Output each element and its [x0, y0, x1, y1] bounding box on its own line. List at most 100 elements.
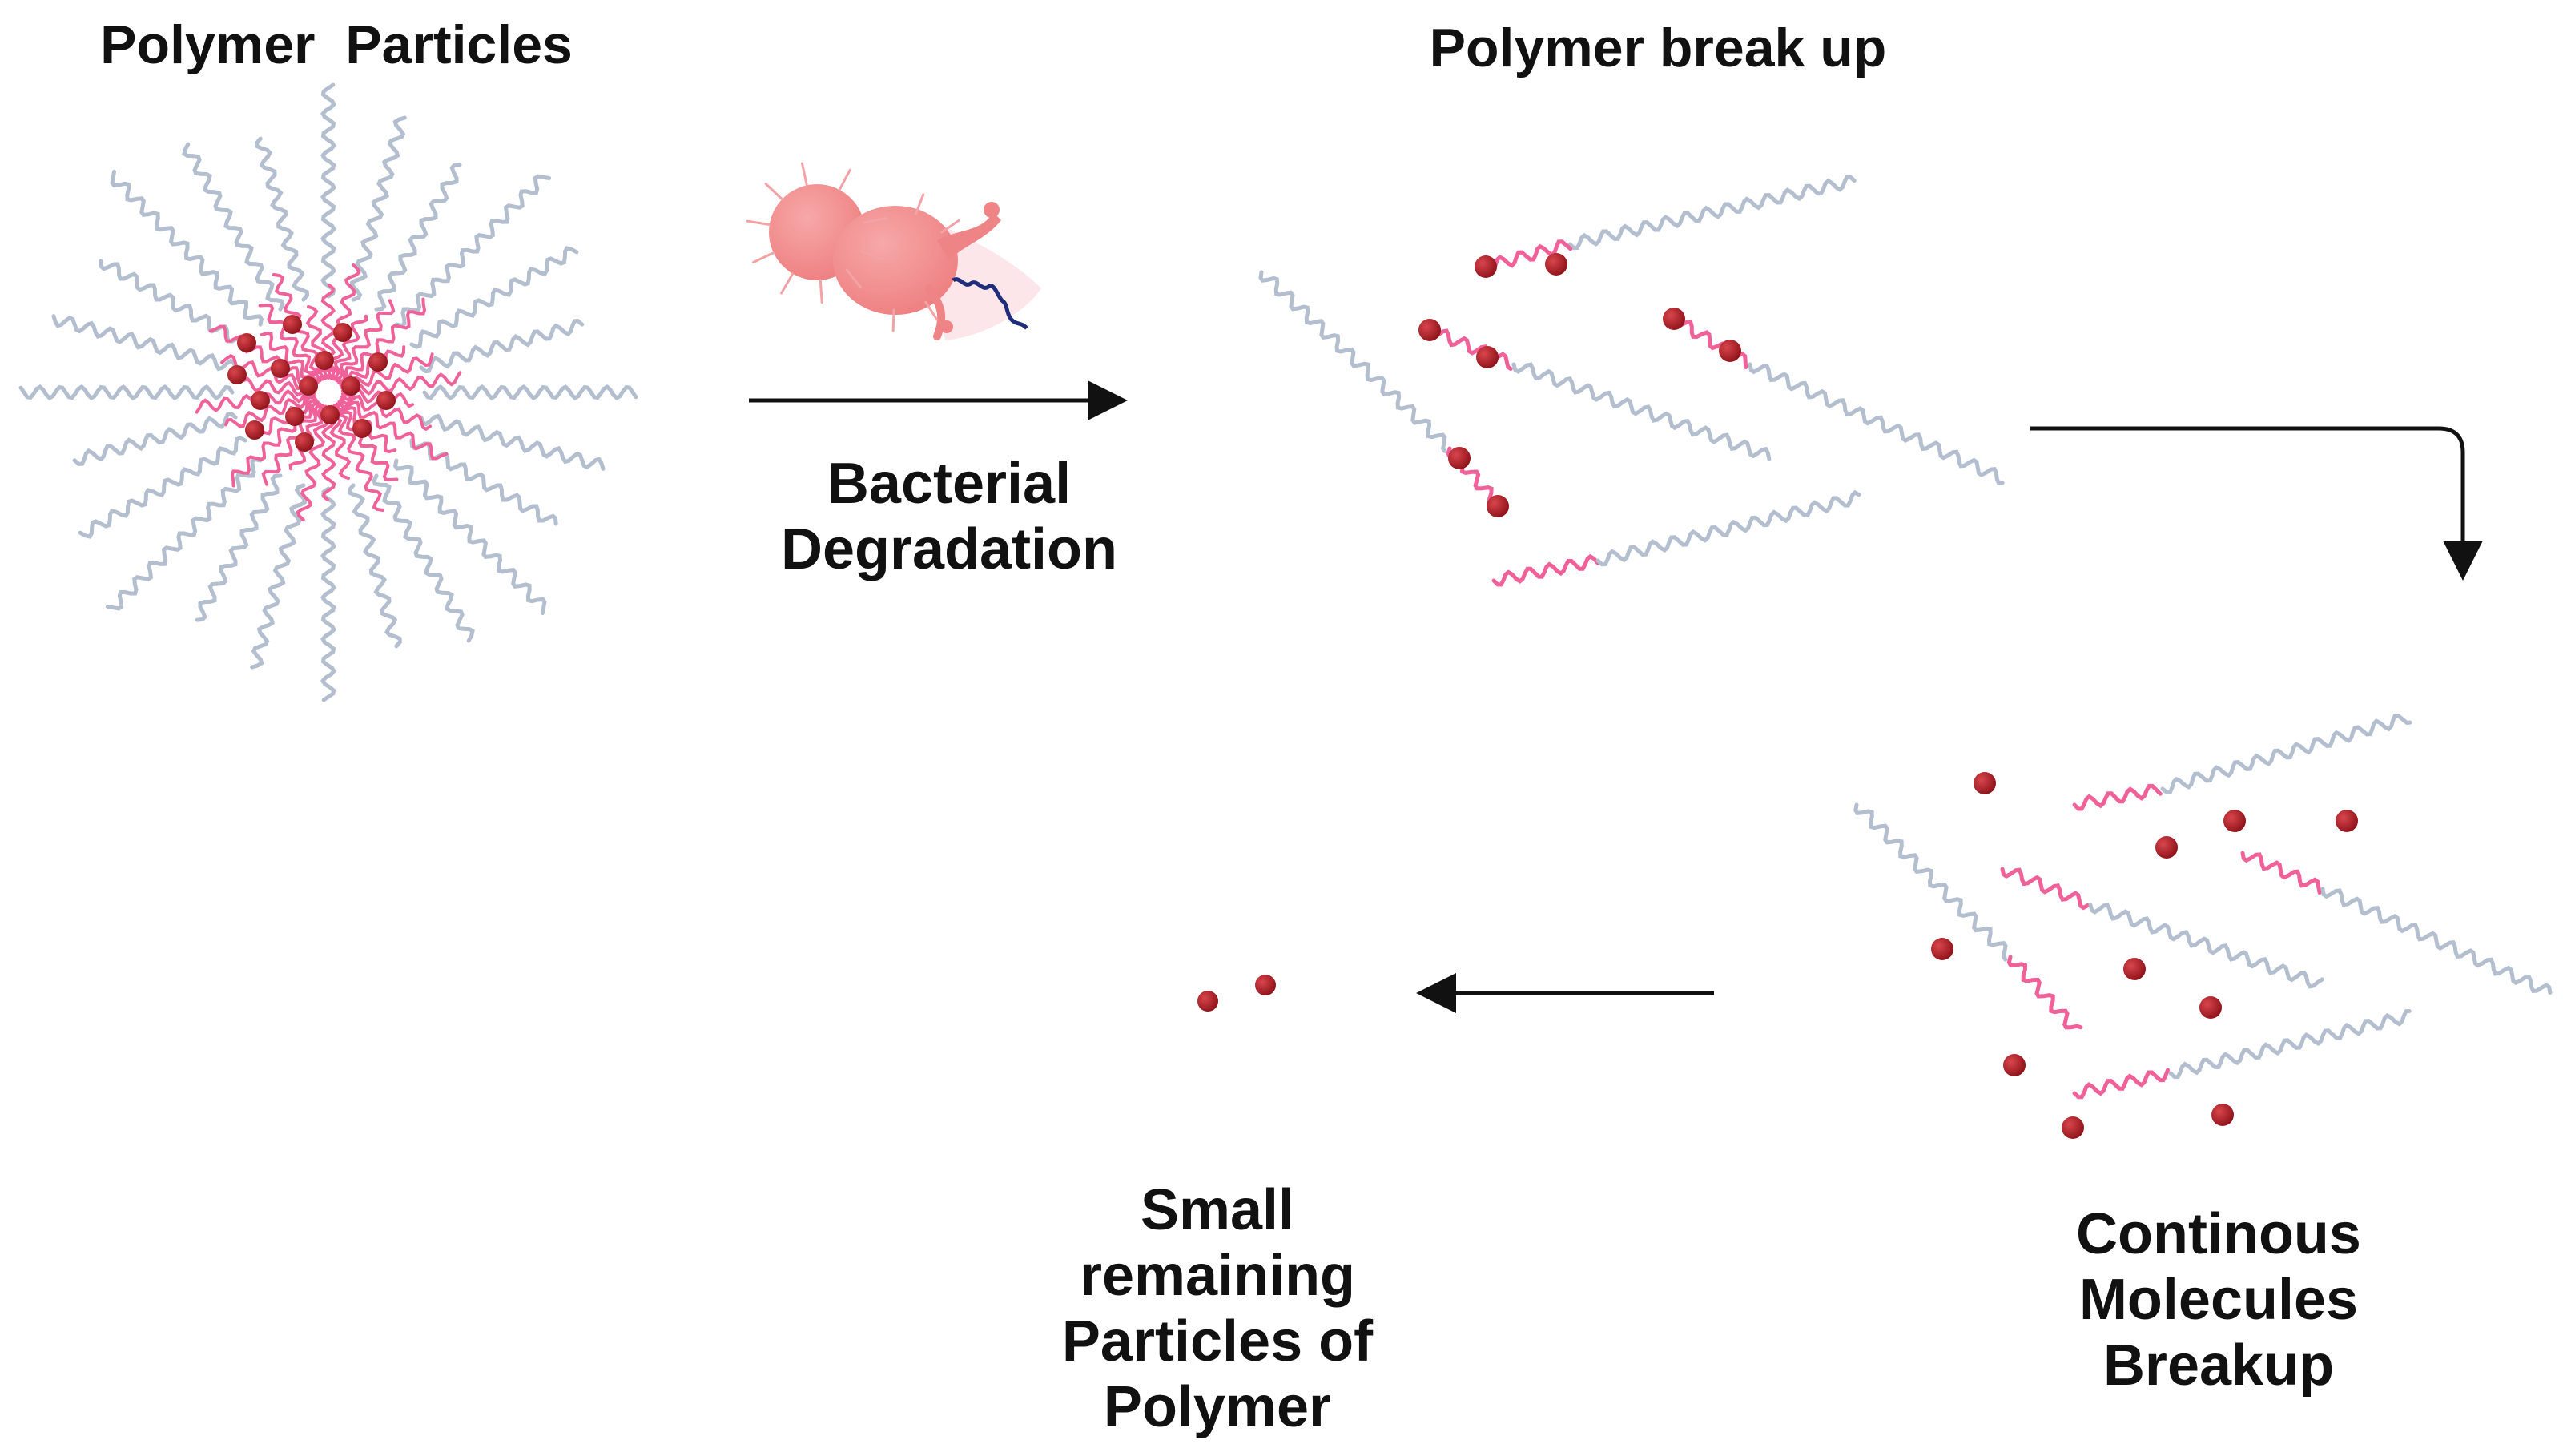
label-bacterial-degradation: Bacterial Degradation: [721, 451, 1177, 582]
cilium: [764, 182, 783, 201]
backbone-chain: [78, 436, 247, 539]
monomer-bead: [227, 365, 247, 384]
backbone-chain: [2160, 714, 2412, 794]
active-chain: [1483, 239, 1573, 273]
monomer-bead: [368, 352, 388, 372]
backbone-chain: [419, 413, 606, 471]
monomer-bead: [1448, 447, 1471, 469]
backbone-chain: [392, 458, 547, 616]
active-chain: [261, 402, 322, 486]
backbone-chain: [409, 246, 579, 349]
backbone-chain: [1748, 362, 2005, 485]
monomer-bead: [2062, 1116, 2084, 1139]
backbone-chain: [409, 438, 558, 526]
monomer-bead: [1663, 308, 1685, 330]
active-chain: [296, 404, 330, 521]
monomer-bead: [341, 376, 360, 396]
label-line: Breakup: [2102, 1333, 2335, 1398]
label-line: Continous: [2076, 1202, 2361, 1266]
continuous-breakup-fragments: [1853, 714, 2553, 1139]
backbone-chain: [349, 115, 407, 302]
backbone-chain: [1511, 362, 1772, 461]
bacterium-icon: [746, 162, 1041, 340]
backbone-chain: [374, 163, 462, 312]
monomer-bead: [1931, 938, 1953, 960]
label-line: Molecules: [2078, 1268, 2359, 1332]
cilium: [924, 300, 939, 321]
backbone-chain: [51, 314, 238, 372]
backbone-chain: [1567, 175, 1857, 251]
backbone-chain: [347, 483, 402, 649]
arrow-icon: [2030, 426, 2483, 581]
backbone-chain: [320, 82, 336, 299]
label-line: Small: [1140, 1178, 1295, 1242]
monomer-bead: [376, 391, 396, 410]
label-polymer-particles: Polymer Particles: [100, 14, 573, 75]
monomer-bead: [283, 315, 302, 334]
active-chain: [2072, 1068, 2170, 1100]
monomer-bead: [1545, 253, 1567, 276]
monomer-bead: [320, 405, 340, 424]
label-line: Polymer: [1103, 1375, 1332, 1439]
active-chain: [336, 400, 397, 454]
active-chain: [339, 397, 449, 461]
backbone-chain: [72, 411, 238, 466]
cilium: [891, 308, 895, 332]
backbone-chain: [250, 483, 308, 670]
monomer-bead: [1974, 772, 1996, 794]
monomer-bead: [352, 419, 372, 438]
active-chain: [2072, 783, 2163, 811]
label-small-remaining: Small remaining Particles of Polymer: [993, 1177, 1442, 1440]
label-polymer-break-up: Polymer break up: [1429, 18, 1887, 78]
monomer-bead: [1197, 991, 1218, 1012]
backbone-chain: [320, 486, 336, 702]
cilium: [838, 168, 851, 191]
cilium: [780, 272, 795, 295]
label-continuous-breakup: Continous Molecules Breakup: [2002, 1201, 2435, 1398]
monomer-bead: [251, 391, 270, 410]
monomer-bead: [315, 351, 334, 370]
cilium: [940, 219, 960, 234]
monomer-bead: [2199, 996, 2222, 1019]
remaining-particles: [1197, 975, 1276, 1012]
monomer-bead: [2211, 1104, 2234, 1126]
monomer-bead: [1476, 346, 1499, 368]
cilium: [859, 249, 883, 261]
polymer-particle-cluster: [18, 82, 638, 702]
backbone-chain: [99, 259, 247, 347]
backbone-chain: [1258, 270, 1447, 453]
cilium: [914, 193, 925, 215]
monomer-bead: [1475, 255, 1497, 278]
backbone-chain: [372, 473, 475, 643]
monomer-bead: [1487, 495, 1509, 517]
cilium: [863, 217, 887, 224]
monomer-bead: [2223, 810, 2246, 832]
label-line: Degradation: [780, 517, 1118, 581]
backbone-chain: [182, 142, 285, 312]
label-line: Bacterial: [827, 452, 1072, 516]
active-chain: [337, 297, 427, 386]
monomer-bead: [299, 376, 318, 396]
active-chain: [2006, 955, 2083, 1030]
cilium: [746, 219, 771, 227]
backbone-chain: [1853, 802, 2008, 962]
monomer-bead: [1719, 340, 1741, 362]
backbone-chain: [2088, 903, 2324, 989]
active-chain: [2240, 851, 2322, 895]
label-line: Particles of: [1061, 1309, 1374, 1374]
cilium: [800, 162, 808, 187]
active-chain: [2000, 867, 2090, 911]
backbone-chain: [18, 384, 235, 400]
active-chain: [333, 402, 399, 482]
monomer-bead: [1255, 975, 1276, 995]
polymer-break-up-fragments: [1258, 175, 2005, 587]
active-chain: [224, 392, 316, 428]
monomer-bead: [2155, 836, 2178, 859]
backbone-chain: [422, 384, 638, 400]
active-chain: [340, 371, 462, 397]
active-chain: [258, 303, 324, 383]
active-chain: [332, 314, 368, 381]
backbone-chain: [255, 136, 310, 302]
monomer-bead: [271, 359, 290, 378]
